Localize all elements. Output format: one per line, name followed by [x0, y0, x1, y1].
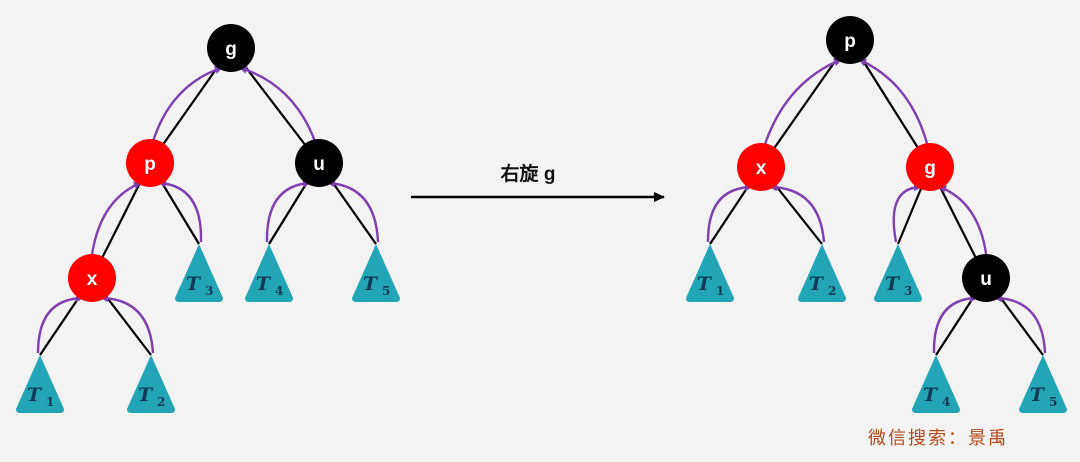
after-node-g-circle — [906, 143, 954, 191]
after-parent-arrow-T3-to-g — [892, 183, 922, 243]
before-subtree-T5-subscript: 5 — [382, 284, 390, 298]
before-parent-arrow-T2-to-x — [100, 294, 155, 354]
after-subtree-T5-label: T — [1030, 384, 1046, 406]
after-node-x-label: x — [756, 158, 767, 179]
before-subtree-T3-label: T — [186, 273, 202, 295]
before-node-u-label: u — [313, 154, 325, 175]
before-node-x-label: x — [87, 269, 98, 290]
before-node-x-circle — [68, 254, 116, 302]
after-subtree-T5-subscript: 5 — [1049, 395, 1057, 409]
after-subtree-T4-subscript: 4 — [942, 395, 950, 409]
after-subtree-T2-subscript: 2 — [828, 284, 836, 298]
after-node-u: u — [962, 254, 1010, 302]
before-parent-arrow-T3-to-p — [158, 179, 203, 243]
after-subtree-T2-label: T — [809, 273, 825, 295]
before-subtree-T2-subscript: 2 — [157, 395, 165, 409]
before-node-p-label: p — [144, 154, 156, 175]
before-subtree-T5-triangle — [352, 244, 400, 302]
before-parent-arrow-T1-to-x — [36, 294, 84, 354]
after-subtree-T3-label: T — [885, 273, 901, 295]
before-parent-arrow-T4-to-u — [265, 179, 311, 243]
after-parent-arrow-T4-to-u — [932, 294, 978, 354]
operation-label: 右旋 g — [500, 162, 556, 185]
before-parent-arrow-T5-to-u — [327, 179, 380, 243]
before-node-u: u — [295, 139, 343, 187]
before-subtree-T4-triangle — [245, 244, 293, 302]
before-subtree-T5-label: T — [363, 273, 379, 295]
after-subtree-T2-triangle — [798, 244, 846, 302]
after-parent-arrow-T1-to-x — [706, 183, 753, 243]
before-subtree-T3-triangle — [175, 244, 223, 302]
after-node-p-circle — [826, 16, 874, 64]
after-node-u-label: u — [980, 269, 992, 290]
after-parent-arrow-T5-to-u — [994, 294, 1047, 354]
watermark: 微信搜索：景禹 — [868, 428, 1008, 449]
before-subtree-T2-label: T — [138, 384, 154, 406]
before-subtree-T4-label: T — [256, 273, 272, 295]
after-subtree-T4-label: T — [923, 384, 939, 406]
after-subtree-T3-triangle — [874, 244, 922, 302]
before-subtree-T2-triangle — [127, 355, 175, 413]
before-node-p-circle — [126, 139, 174, 187]
after-node-g: g — [906, 143, 954, 191]
before-subtree-T1-triangle — [16, 355, 64, 413]
after-subtree-T3-subscript: 3 — [904, 284, 912, 298]
before-node-u-circle — [295, 139, 343, 187]
after-node-p-label: p — [844, 31, 856, 52]
before-node-p: p — [126, 139, 174, 187]
after-subtree-T1-subscript: 1 — [716, 284, 724, 298]
after-node-g-label: g — [924, 158, 936, 179]
after-subtree-T5-triangle — [1019, 355, 1067, 413]
after-node-x-circle — [737, 143, 785, 191]
before-subtree-T3-subscript: 3 — [205, 284, 213, 298]
before-node-g-circle — [207, 24, 255, 72]
before-subtree-T1-label: T — [27, 384, 43, 406]
after-parent-arrow-T2-to-x — [769, 183, 826, 243]
before-node-x: x — [68, 254, 116, 302]
before-subtree-T4-subscript: 4 — [275, 284, 283, 298]
after-node-p: p — [826, 16, 874, 64]
after-subtree-T1-triangle — [686, 244, 734, 302]
after-node-u-circle — [962, 254, 1010, 302]
after-subtree-T1-label: T — [697, 273, 713, 295]
before-node-g: g — [207, 24, 255, 72]
before-subtree-T1-subscript: 1 — [46, 395, 54, 409]
after-node-x: x — [737, 143, 785, 191]
after-subtree-T4-triangle — [912, 355, 960, 413]
before-node-g-label: g — [225, 39, 237, 60]
